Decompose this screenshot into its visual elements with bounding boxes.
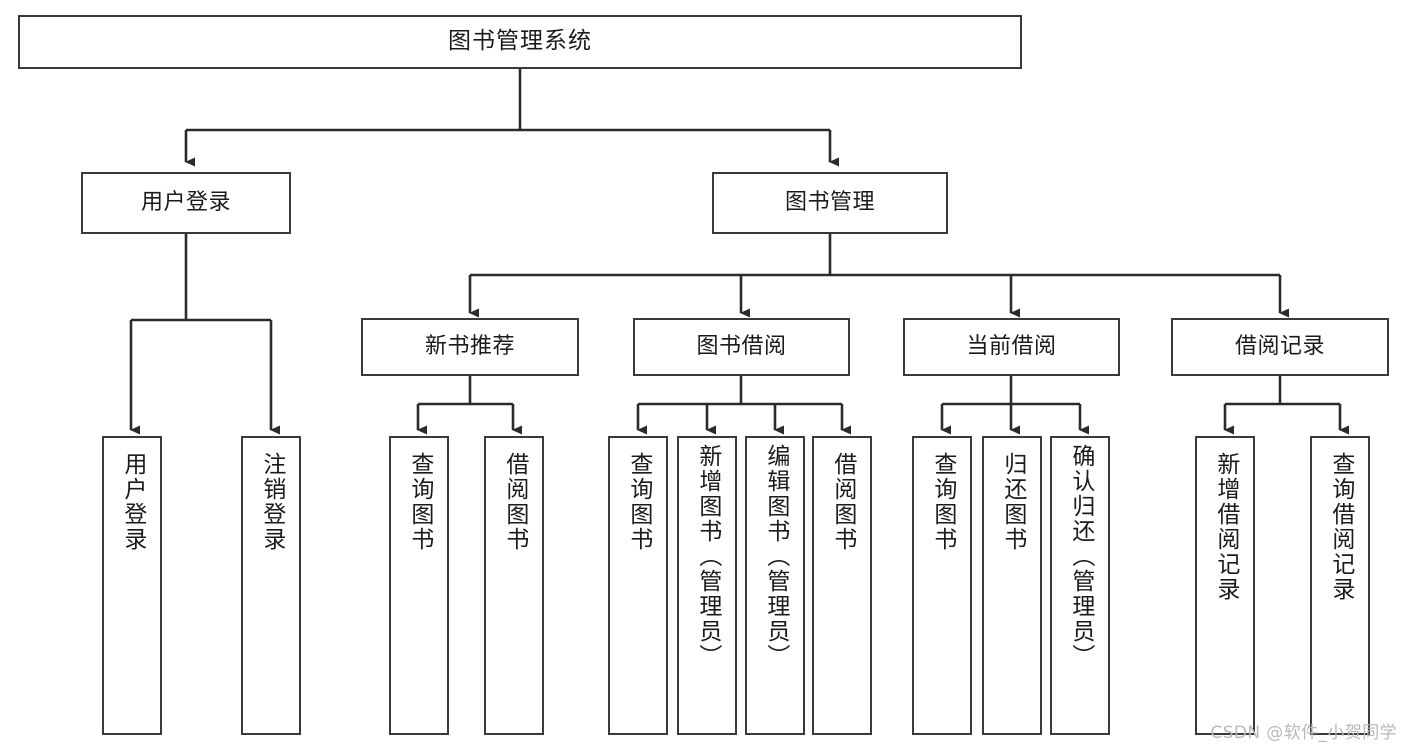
node-label: 编辑图书（管理员） — [762, 444, 789, 669]
node-label: 查询图书 — [406, 452, 433, 552]
node-label: 借阅记录 — [1234, 334, 1325, 360]
node-label: 借阅图书 — [501, 452, 528, 552]
node-label: 查询图书 — [625, 452, 652, 552]
node-book-manage[interactable]: 图书管理 — [712, 172, 948, 234]
node-label: 查询借阅记录 — [1327, 452, 1354, 602]
node-leaf-return-book[interactable]: 归还图书 — [982, 436, 1042, 735]
node-label: 归还图书 — [999, 452, 1026, 552]
node-leaf-query-book-1[interactable]: 查询图书 — [389, 436, 449, 735]
node-leaf-query-book-3[interactable]: 查询图书 — [912, 436, 972, 735]
node-label: 图书管理系统 — [448, 28, 592, 55]
node-leaf-edit-book[interactable]: 编辑图书（管理员） — [745, 436, 805, 735]
watermark-text: CSDN @软件_小贺同学 — [1210, 723, 1397, 743]
node-leaf-logout-login[interactable]: 注销登录 — [241, 436, 301, 735]
node-leaf-add-book[interactable]: 新增图书（管理员） — [677, 436, 737, 735]
node-label: 图书借阅 — [696, 334, 787, 360]
node-current-borrow[interactable]: 当前借阅 — [903, 318, 1120, 376]
node-leaf-borrow-book-2[interactable]: 借阅图书 — [812, 436, 872, 735]
node-leaf-borrow-book-1[interactable]: 借阅图书 — [484, 436, 544, 735]
node-label: 新增借阅记录 — [1212, 452, 1239, 602]
node-book-borrow[interactable]: 图书借阅 — [633, 318, 850, 376]
node-leaf-user-login[interactable]: 用户登录 — [102, 436, 162, 735]
node-leaf-query-record[interactable]: 查询借阅记录 — [1310, 436, 1370, 735]
node-label: 图书管理 — [784, 190, 875, 216]
node-user-login[interactable]: 用户登录 — [81, 172, 291, 234]
node-leaf-query-book-2[interactable]: 查询图书 — [608, 436, 668, 735]
node-borrow-record[interactable]: 借阅记录 — [1171, 318, 1389, 376]
node-root-system[interactable]: 图书管理系统 — [18, 15, 1022, 69]
node-label: 确认归还（管理员） — [1067, 444, 1094, 669]
node-label: 新增图书（管理员） — [694, 444, 721, 669]
node-new-book-recommend[interactable]: 新书推荐 — [361, 318, 579, 376]
node-label: 注销登录 — [258, 452, 285, 552]
node-label: 查询图书 — [929, 452, 956, 552]
node-label: 用户登录 — [119, 452, 146, 552]
node-label: 新书推荐 — [424, 334, 515, 360]
node-label: 用户登录 — [140, 190, 231, 216]
node-label: 当前借阅 — [966, 334, 1057, 360]
node-leaf-confirm-return[interactable]: 确认归还（管理员） — [1050, 436, 1110, 735]
node-label: 借阅图书 — [829, 452, 856, 552]
node-leaf-add-record[interactable]: 新增借阅记录 — [1195, 436, 1255, 735]
